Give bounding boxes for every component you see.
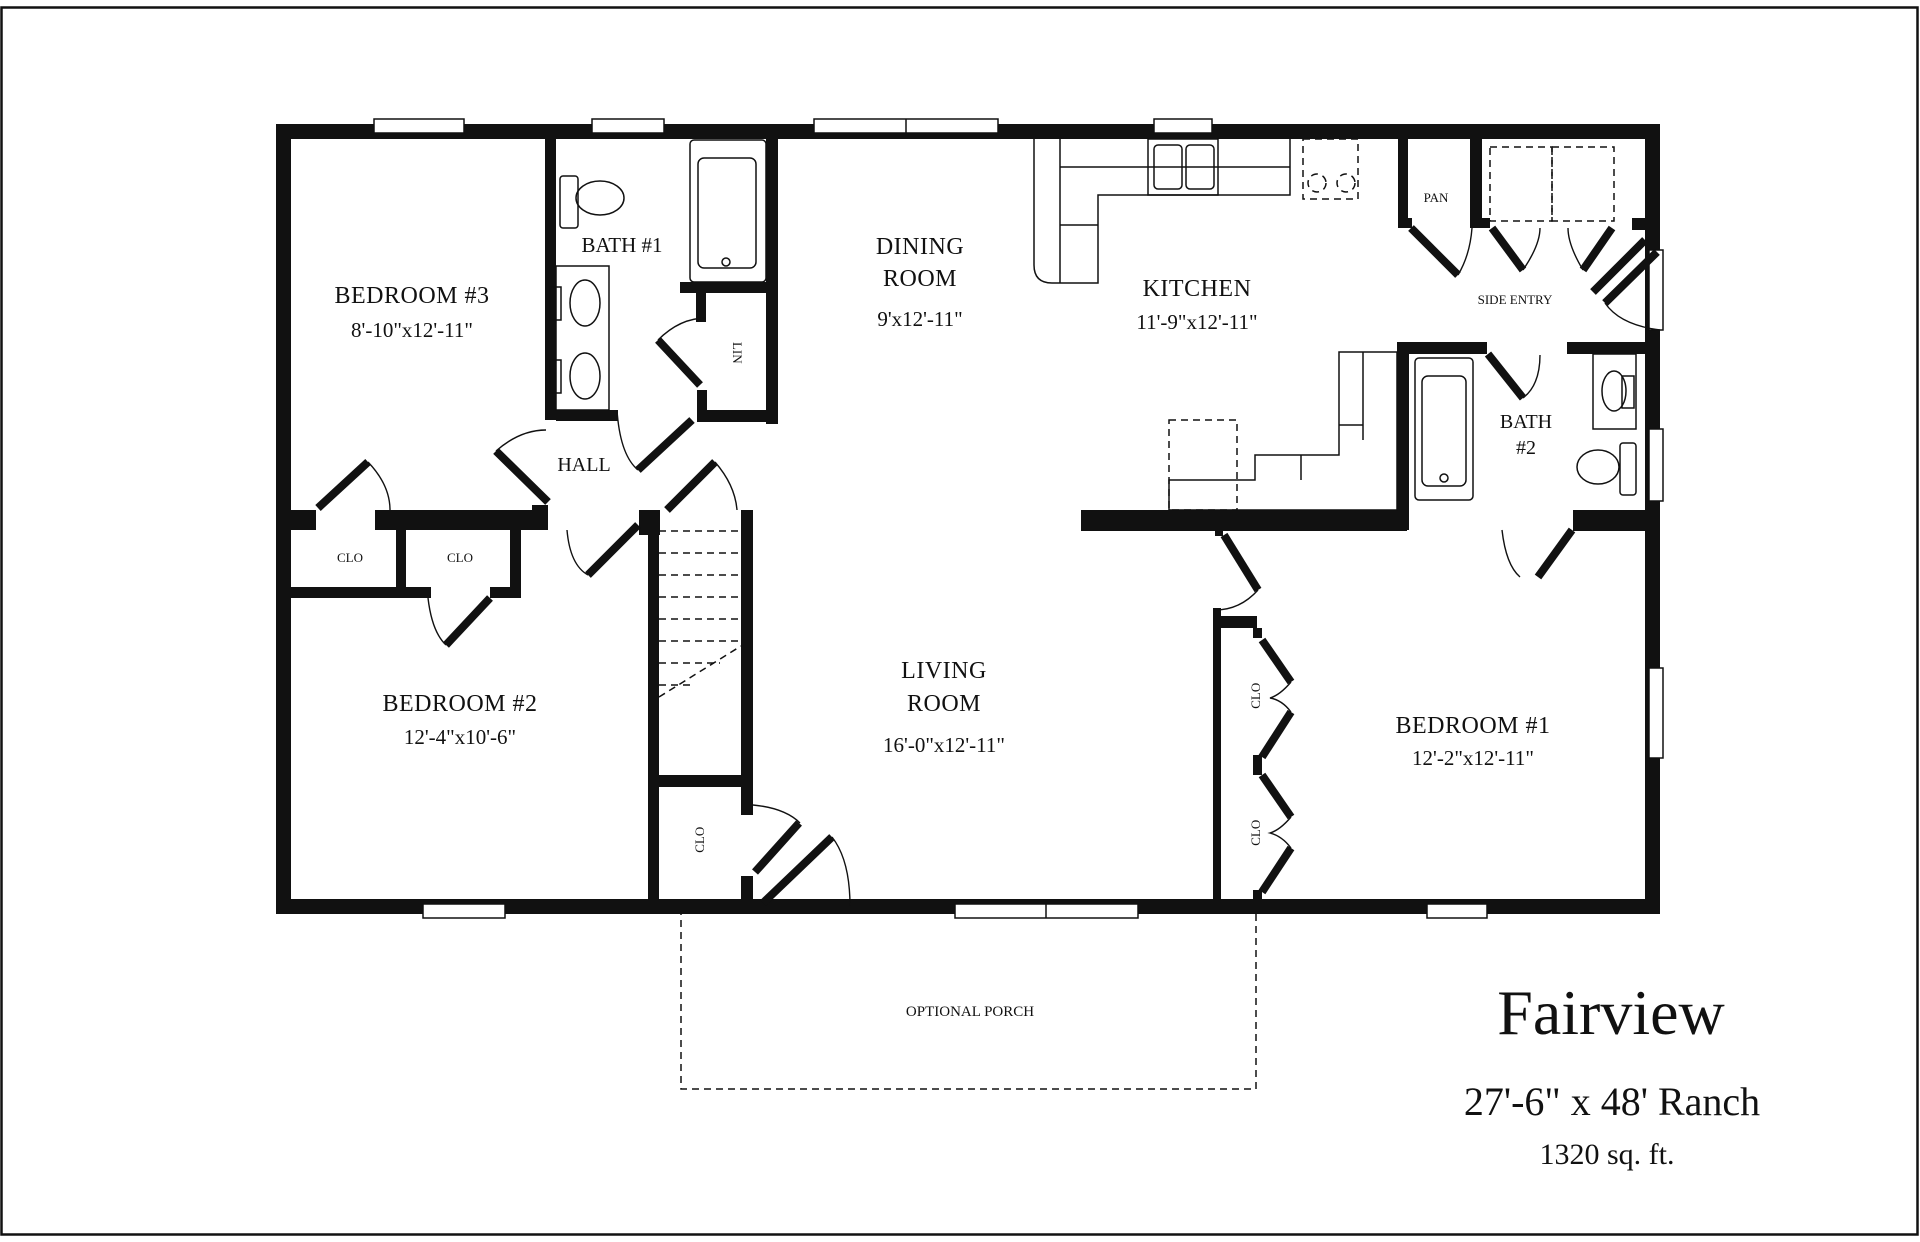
living-label-line2: ROOM: [906, 691, 982, 717]
bedroom3-label: BEDROOM #3: [334, 283, 490, 309]
porch-outline: [680, 912, 1257, 1090]
closet-bedroom2-label: CLO: [447, 550, 473, 565]
bedroom1-dimensions: 12'-2"x12'-11": [1412, 746, 1534, 770]
stairs: [658, 530, 742, 698]
plan-title: Fairview: [1497, 977, 1725, 1048]
closet-entry-label: CLO: [692, 826, 708, 853]
living-label-line1: LIVING: [901, 658, 987, 684]
plan-area: 1320 sq. ft.: [1539, 1138, 1675, 1171]
bedroom1-label: BEDROOM #1: [1395, 713, 1551, 739]
kitchen-dimensions: 11'-9"x12'-11": [1136, 310, 1258, 334]
closet-bedroom1-bottom-label: CLO: [1248, 819, 1264, 846]
closet-bedroom1-top-label: CLO: [1248, 682, 1264, 709]
bath1-fixtures: [549, 139, 767, 411]
bath2-label-line2: #2: [1516, 437, 1536, 459]
pantry-label: PAN: [1423, 190, 1449, 205]
closet-bedroom3-label: CLO: [337, 550, 363, 565]
dining-label-line2: ROOM: [882, 266, 958, 292]
living-dimensions: 16'-0"x12'-11": [883, 733, 1005, 757]
bedroom3-dimensions: 8'-10"x12'-11": [351, 318, 473, 342]
side-entry-label: SIDE ENTRY: [1477, 292, 1553, 307]
windows: [373, 118, 1664, 919]
doors: [315, 225, 1661, 907]
lin-label: LIN: [729, 341, 745, 364]
hall-label: HALL: [557, 454, 611, 476]
kitchen-fixtures: [1033, 138, 1637, 511]
porch-label: OPTIONAL PORCH: [905, 1004, 1035, 1020]
bedroom2-label: BEDROOM #2: [382, 691, 538, 717]
dining-label-line1: DINING: [875, 234, 965, 260]
dining-dimensions: 9'x12'-11": [877, 307, 963, 331]
bedroom2-dimensions: 12'-4"x10'-6": [403, 725, 517, 749]
page-frame: [0, 6, 1919, 1236]
kitchen-label: KITCHEN: [1142, 276, 1252, 302]
bath2-label-line1: BATH: [1499, 411, 1553, 433]
plan-size: 27'-6" x 48' Ranch: [1463, 1079, 1761, 1124]
interior-walls: [291, 138, 1660, 913]
bath1-label: BATH #1: [581, 233, 663, 257]
